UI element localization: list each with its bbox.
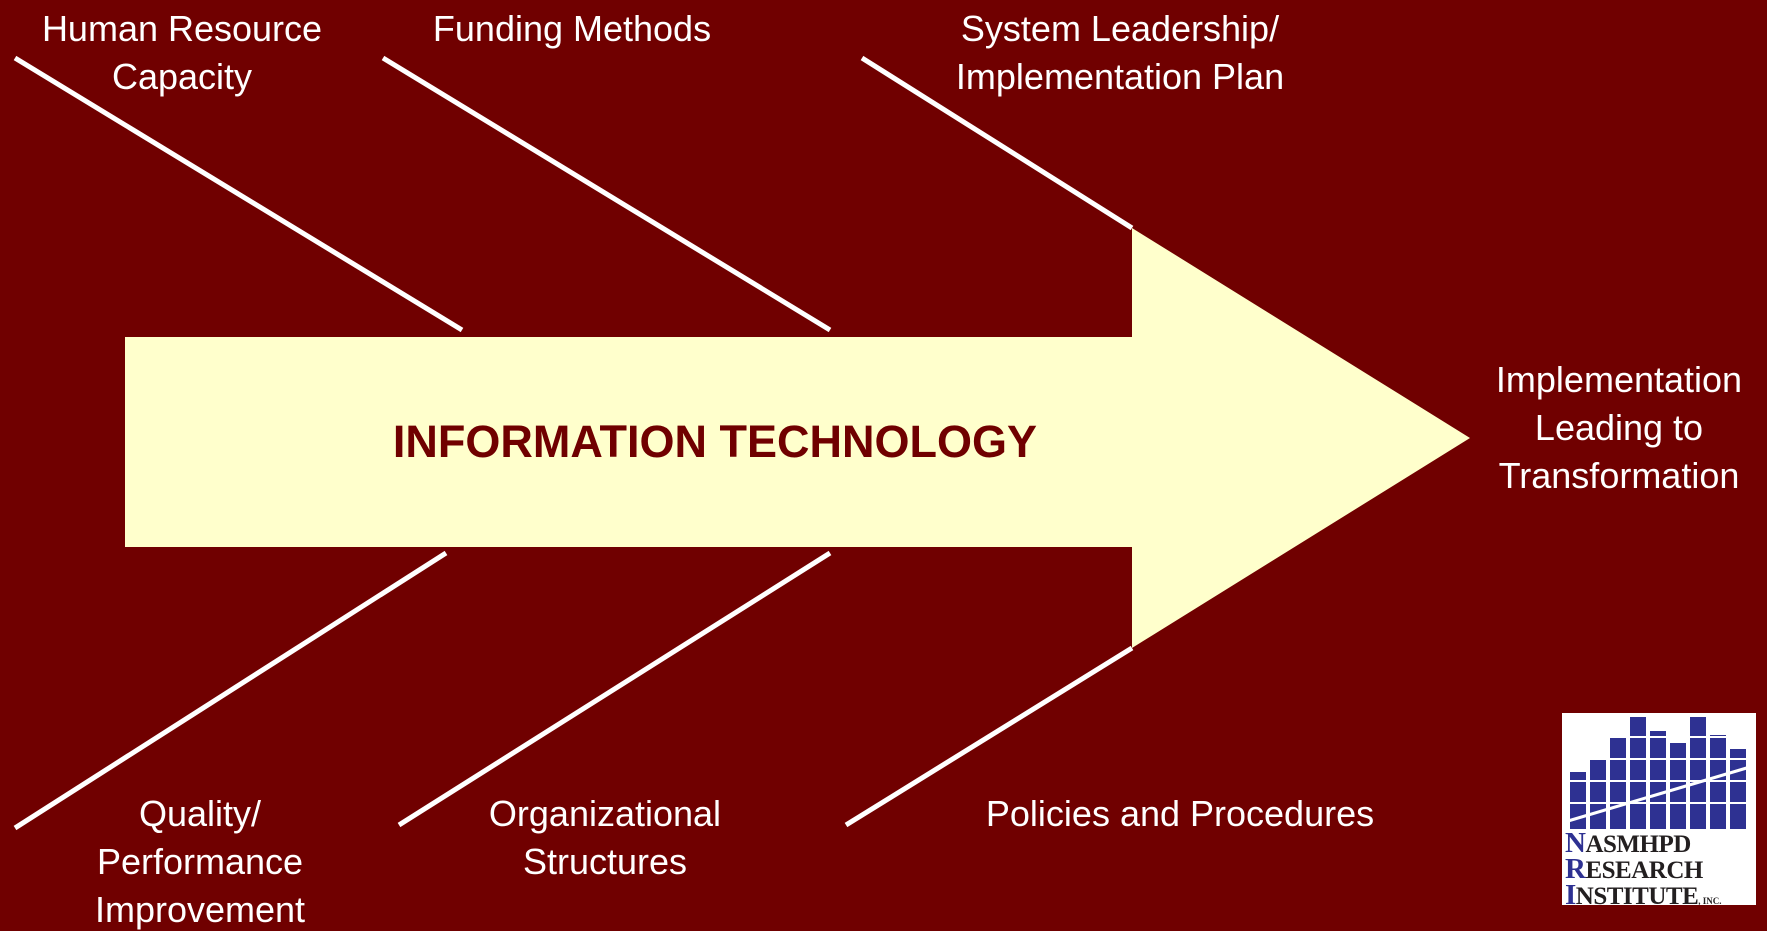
cause-label-line: Capacity [111, 56, 253, 97]
bone-top-funding-methods [381, 55, 832, 333]
cause-label-line: Organizational [488, 793, 722, 834]
cause-label-line: Human Resource [41, 8, 323, 49]
logo-line-1: NASMHPD [1565, 827, 1691, 859]
cause-label-line: Performance [96, 841, 304, 882]
cause-label-line: Structures [522, 841, 688, 882]
nasmhpd-research-institute-logo: NASMHPD RESEARCH INSTITUTE, INC. [1562, 713, 1756, 910]
outcome-label-line: Transformation [1498, 455, 1740, 496]
outcome-label-line: Implementation [1495, 359, 1743, 400]
cause-label-line: Funding Methods [432, 8, 712, 49]
cause-label-line: Policies and Procedures [985, 793, 1375, 834]
central-arrow [125, 228, 1470, 648]
cause-label-line: Improvement [94, 889, 306, 930]
cause-label-policies-procedures: Policies and Procedures [930, 790, 1430, 838]
logo-line-3: INSTITUTE, INC. [1565, 879, 1722, 911]
cause-label-line: System Leadership/ [960, 8, 1280, 49]
cause-label-system-leadership: System Leadership/ Implementation Plan [915, 5, 1325, 101]
cause-label-line: Implementation Plan [955, 56, 1285, 97]
bone-top-system-leadership [860, 55, 1134, 231]
cause-label-organizational-structures: Organizational Structures [445, 790, 765, 886]
outcome-label: Implementation Leading to Transformation [1470, 356, 1767, 500]
cause-label-funding-methods: Funding Methods [402, 5, 742, 53]
cause-label-human-resource-capacity: Human Resource Capacity [12, 5, 352, 101]
bone-bottom-organizational [397, 550, 832, 828]
bone-top-human-resource [13, 55, 464, 333]
central-arrow-label: INFORMATION TECHNOLOGY [392, 416, 1038, 467]
logo-line-2: RESEARCH [1565, 853, 1703, 885]
bar-chart-logo-icon [1568, 717, 1750, 829]
bone-bottom-quality [13, 550, 448, 831]
outcome-label-line: Leading to [1534, 407, 1704, 448]
bone-bottom-policies [844, 645, 1134, 828]
logo-wordmark: NASMHPD RESEARCH INSTITUTE, INC. [1565, 827, 1755, 913]
cause-label-line: Quality/ [138, 793, 262, 834]
cause-label-quality-performance: Quality/ Performance Improvement [40, 790, 360, 934]
